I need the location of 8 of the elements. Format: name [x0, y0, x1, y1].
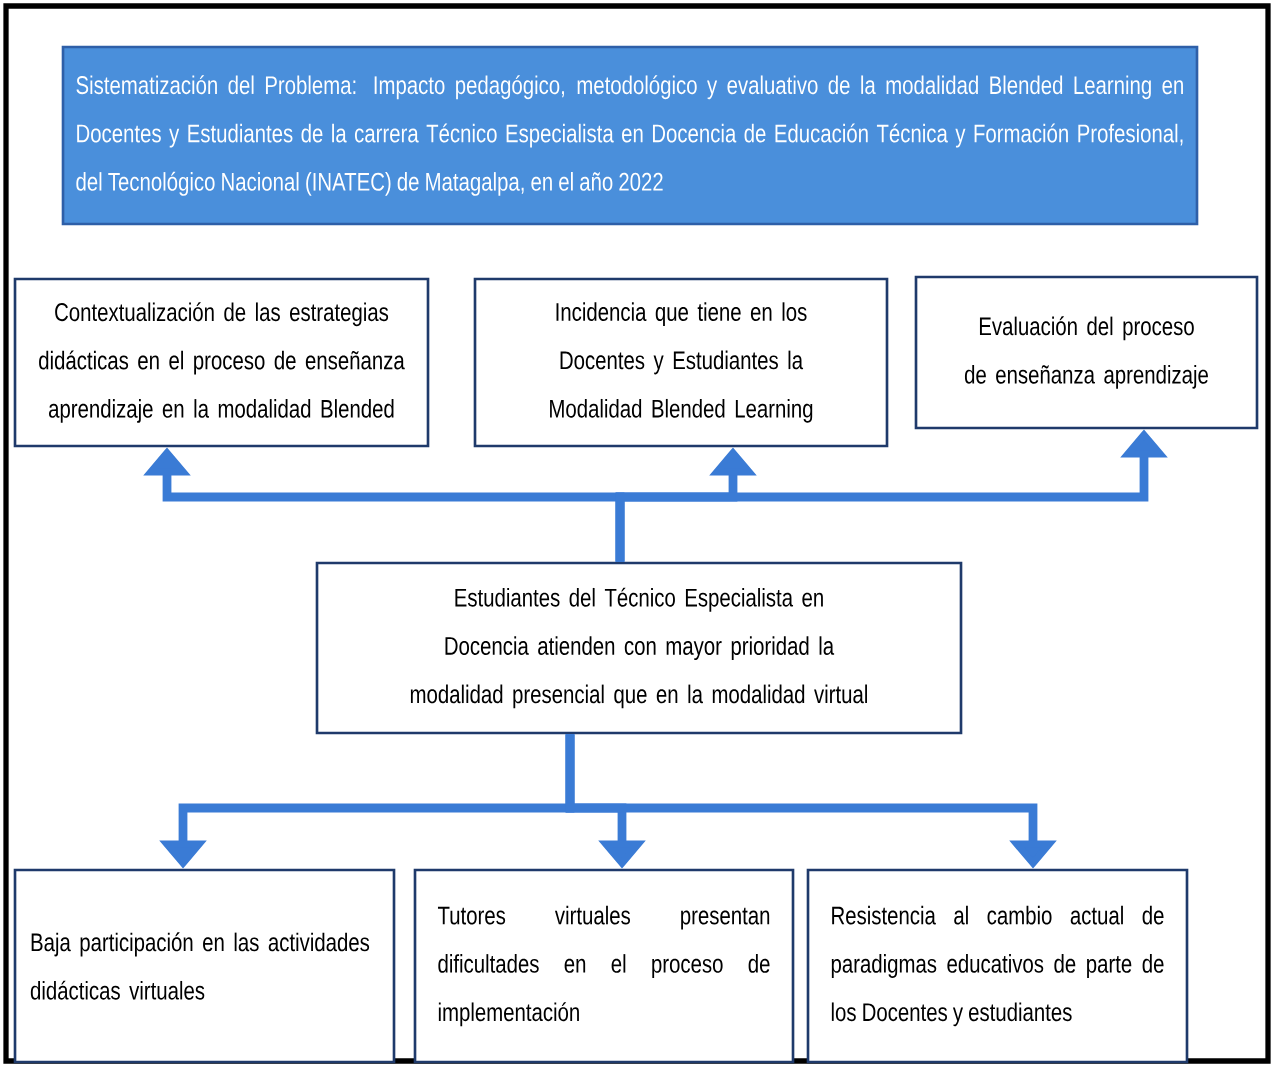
text-box: Evaluación del proceso de enseñanza aprendizaje [914, 275, 1259, 430]
title-box: Sistematización del Problema: Impacto pedagógico, metodológico y evaluativo de la modalidad Blended Learning en Docentes y Estudiantes de la carrera Técnico Especialista en Docencia de Educación Técnica y Formación Profesional, del Tecnológico Nacional (INATEC) de Matagalpa, en el año 2022 [61, 45, 1199, 226]
text-box: Baja participación en las actividades didácticas virtuales [13, 868, 396, 1064]
text-box: Estudiantes del Técnico Especialista en Docencia atienden con mayor prioridad la modalidad presencial que en la modalidad virtual [315, 561, 963, 735]
text-box: Contextualización de las estrategias didácticas en el proceso de enseñanza aprendizaje en la modalidad Blended [13, 277, 430, 448]
text-box: Resistencia al cambio actual de paradigmas educativos de parte de los Docentes y estudiantes [806, 868, 1189, 1064]
text-box: Tutores virtuales presentan dificultades en el proceso de implementación [413, 868, 795, 1064]
text-box: Incidencia que tiene en los Docentes y Estudiantes la Modalidad Blended Learning [473, 277, 889, 448]
